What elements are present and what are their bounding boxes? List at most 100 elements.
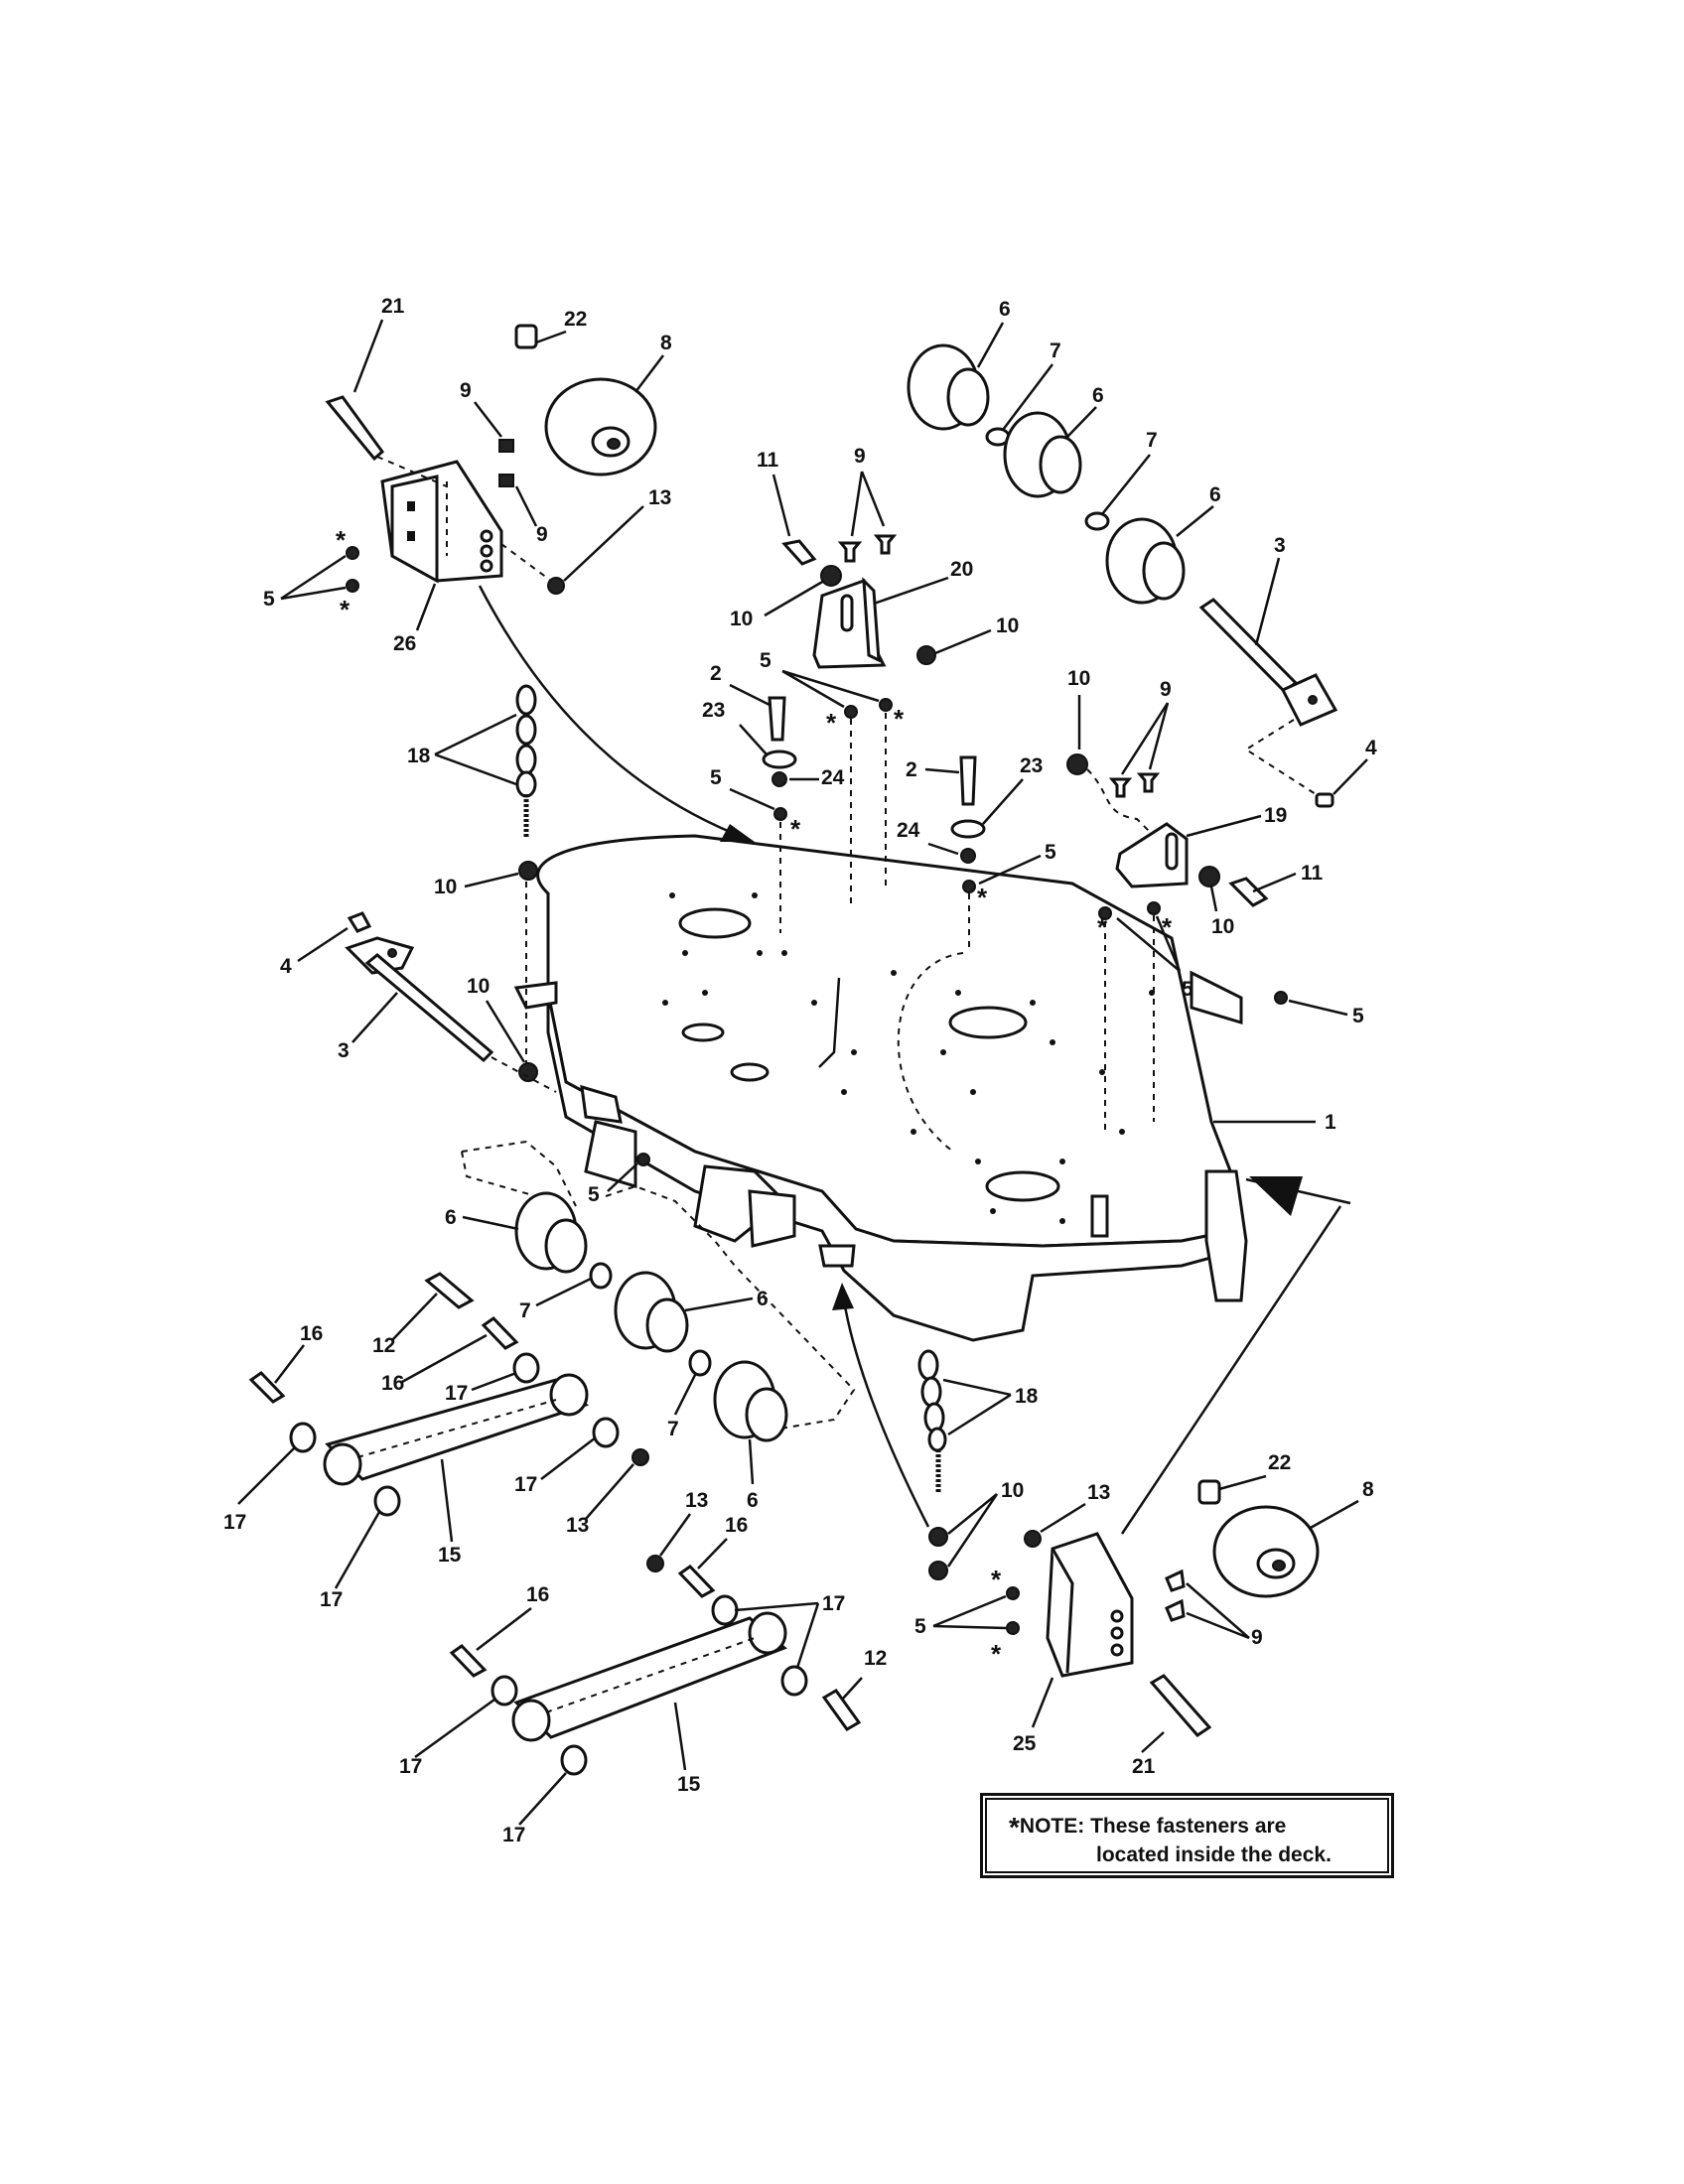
callout-17-d: 17 bbox=[320, 1588, 343, 1611]
bolts-9-top-mid bbox=[837, 534, 898, 563]
callout-20: 20 bbox=[950, 558, 973, 581]
nut-10-top-b bbox=[916, 645, 936, 665]
callout-3-right: 3 bbox=[1274, 534, 1286, 557]
callout-25: 25 bbox=[1013, 1732, 1037, 1755]
note-text-1: NOTE: These fasteners are bbox=[1019, 1815, 1287, 1838]
bushing-17-a bbox=[512, 1352, 540, 1384]
spacer-16-low bbox=[677, 1565, 716, 1598]
bolts-9-low bbox=[1165, 1569, 1186, 1622]
note-box: *NOTE: These fasteners are located insid… bbox=[980, 1793, 1394, 1878]
callout-8-top: 8 bbox=[660, 332, 672, 354]
callout-10-left-b: 10 bbox=[467, 975, 490, 998]
callout-24-right: 24 bbox=[897, 819, 920, 842]
callout-18-left: 18 bbox=[407, 745, 431, 767]
roller-6-low-3 bbox=[713, 1360, 788, 1442]
nut-10-top-a bbox=[820, 565, 842, 587]
callout-15-low: 15 bbox=[677, 1773, 701, 1796]
callout-9-top-a: 9 bbox=[460, 379, 472, 402]
bushing-17-c bbox=[592, 1417, 620, 1448]
callout-10-right-a: 10 bbox=[1067, 667, 1090, 690]
asterisk-26a: * bbox=[336, 525, 347, 555]
callout-9-low: 9 bbox=[1251, 1626, 1263, 1649]
callout-15-top: 15 bbox=[438, 1544, 462, 1567]
nut-10-right-a bbox=[1066, 753, 1088, 775]
arrow-26-to-deck bbox=[478, 585, 736, 836]
asterisk-25a: * bbox=[991, 1565, 1002, 1594]
roller-wheel-8-low bbox=[1212, 1505, 1320, 1598]
arrow-25-to-deck bbox=[1120, 1205, 1342, 1535]
callout-22-top: 22 bbox=[564, 308, 587, 331]
bolt-4-left bbox=[347, 911, 372, 933]
asterisk-right-stack: * bbox=[977, 883, 988, 912]
roller-6-top-3 bbox=[1105, 517, 1186, 605]
callout-4-left: 4 bbox=[280, 955, 292, 978]
callout-10-top-b: 10 bbox=[996, 614, 1019, 637]
bushing-17-b bbox=[289, 1422, 317, 1453]
callout-7-top-2: 7 bbox=[1146, 429, 1158, 452]
callout-2-left: 2 bbox=[710, 662, 722, 685]
callout-13-top: 13 bbox=[648, 486, 671, 509]
spacer-16-low-left bbox=[449, 1644, 488, 1678]
callout-17-c: 17 bbox=[514, 1473, 537, 1496]
bushing-22-top bbox=[514, 324, 538, 349]
callout-16-left: 16 bbox=[300, 1322, 323, 1345]
callout-3-left: 3 bbox=[338, 1039, 350, 1062]
callout-6-top-1: 6 bbox=[999, 298, 1011, 321]
bolt-21-top bbox=[325, 395, 385, 462]
spacer-16-left bbox=[248, 1371, 286, 1404]
callout-6-low-3: 6 bbox=[747, 1489, 759, 1512]
hardware-left-stack bbox=[762, 696, 893, 821]
roller-bracket-26 bbox=[380, 460, 503, 584]
bushing-22-low bbox=[1197, 1479, 1221, 1505]
spacer-16-top bbox=[481, 1316, 519, 1350]
roller-6-low-2 bbox=[614, 1271, 689, 1353]
callout-5-top-pair: 5 bbox=[760, 649, 772, 672]
callout-17-low-top: 17 bbox=[822, 1592, 845, 1615]
callout-5-left-stack: 5 bbox=[710, 766, 722, 789]
asterisk-right-pair-b: * bbox=[1162, 912, 1173, 942]
nut-13-arm-top bbox=[632, 1448, 649, 1466]
callout-23-left: 23 bbox=[702, 699, 725, 722]
axle-3-left bbox=[345, 936, 494, 1063]
asterisk-left-stack: * bbox=[790, 814, 801, 844]
bushing-17-e bbox=[711, 1594, 739, 1626]
callout-9-top-mid: 9 bbox=[854, 445, 866, 468]
chain-bracket-19 bbox=[1115, 822, 1189, 888]
callout-18-right: 18 bbox=[1015, 1385, 1039, 1408]
callout-4-right: 4 bbox=[1365, 737, 1377, 759]
asterisk-pair-b: * bbox=[894, 704, 905, 734]
callout-26: 26 bbox=[393, 632, 416, 655]
washer-7-low-2 bbox=[688, 1349, 712, 1377]
nut-13-arm-low bbox=[646, 1555, 664, 1572]
callout-13-arm-top: 13 bbox=[566, 1514, 589, 1537]
callout-5-low: 5 bbox=[588, 1183, 600, 1206]
chain-bracket-20 bbox=[812, 577, 887, 669]
callout-16-top: 16 bbox=[381, 1372, 404, 1395]
callout-13-arm-low: 13 bbox=[685, 1489, 708, 1512]
nut-10-chain-right-a bbox=[928, 1527, 948, 1547]
roller-bracket-25 bbox=[1046, 1532, 1134, 1678]
callout-11-right: 11 bbox=[1301, 862, 1324, 885]
callout-21-top: 21 bbox=[381, 295, 405, 318]
callout-12-low: 12 bbox=[864, 1647, 887, 1670]
callout-5-right-edge: 5 bbox=[1352, 1005, 1364, 1027]
callout-10-right-b: 10 bbox=[1211, 915, 1234, 938]
nut-10-right-b bbox=[1198, 866, 1220, 887]
callout-7-top-1: 7 bbox=[1050, 340, 1061, 362]
asterisk-25b: * bbox=[991, 1639, 1002, 1669]
callout-6-top-2: 6 bbox=[1092, 384, 1104, 407]
callout-5-left: 5 bbox=[263, 588, 275, 611]
callout-17-a: 17 bbox=[445, 1382, 468, 1405]
bolt-12-low bbox=[821, 1689, 862, 1731]
callout-22-low: 22 bbox=[1268, 1451, 1291, 1474]
nut-13-top-left bbox=[547, 577, 565, 595]
nut-10-chain-right-b bbox=[928, 1561, 948, 1580]
bolt-21-low bbox=[1149, 1674, 1212, 1737]
roller-6-low-1 bbox=[514, 1191, 588, 1274]
note-line-1: *NOTE: These fasteners are bbox=[1009, 1812, 1286, 1843]
bolts-9-right bbox=[1108, 772, 1161, 798]
roller-wheel-8-top bbox=[544, 377, 657, 477]
nut-10-chain-left-b bbox=[518, 1062, 538, 1082]
bolt-11-top bbox=[781, 539, 817, 566]
